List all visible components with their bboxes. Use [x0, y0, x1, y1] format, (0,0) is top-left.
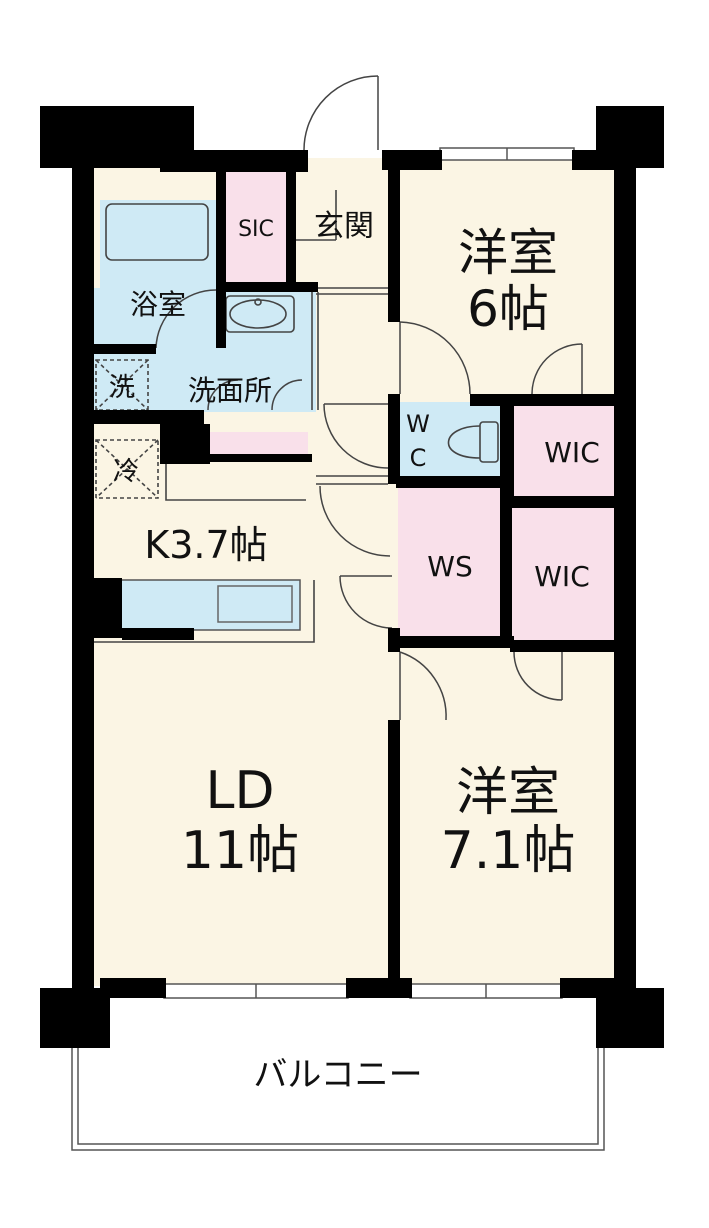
room-fill-wic1	[512, 402, 616, 498]
wall-ws-bottom	[396, 636, 514, 648]
label-ws: WS	[427, 550, 472, 583]
fridge-space	[95, 439, 159, 499]
wall-washroom-bottom	[94, 410, 204, 424]
toilet-door-arc	[323, 403, 389, 469]
wall-ws-wic2	[500, 488, 512, 648]
wall-sic-right	[286, 172, 296, 284]
label-bedroom2-size: 7.1帖	[441, 821, 576, 881]
kitchen-sink	[217, 585, 293, 623]
wall-bath-right	[216, 172, 226, 348]
label-bedroom1-size: 6帖	[467, 280, 549, 338]
br2-door-arc	[399, 651, 447, 721]
wall-bottom-3	[560, 978, 616, 998]
wall-bottom-1	[100, 978, 166, 998]
room-fill-ws	[398, 486, 502, 636]
wall-br1-bottom	[470, 394, 616, 406]
wall-sic-bottom	[222, 282, 318, 292]
label-toilet-c: C	[410, 444, 427, 472]
room-fill-sic	[222, 172, 290, 282]
faucet	[254, 298, 262, 306]
wall-cabinet-bottom	[200, 454, 312, 462]
label-wic2: WIC	[534, 560, 590, 593]
wall-corridor-right-2	[388, 394, 400, 484]
room-fill-cabinet	[204, 432, 308, 456]
label-wic1: WIC	[544, 436, 600, 469]
label-kitchen: K3.7帖	[144, 523, 267, 567]
wall-right	[614, 160, 636, 998]
vanity-basin	[229, 299, 287, 329]
washroom-door-arc-1	[207, 379, 239, 411]
label-washroom: 洗面所	[188, 374, 272, 407]
label-entrance: 玄関	[314, 209, 374, 244]
kitchen-partition	[165, 460, 306, 501]
label-bedroom1-name: 洋室	[458, 224, 558, 282]
wall-wic1-bottom	[510, 496, 618, 508]
br1-door-arc	[399, 321, 471, 395]
room-fill-toilet	[398, 402, 506, 480]
entrance-door-arc	[303, 75, 379, 151]
wall-left	[72, 160, 94, 998]
wic2-door-arc	[513, 651, 563, 701]
wall-toilet-bottom	[396, 476, 514, 488]
label-balcony: バルコニー	[253, 1055, 422, 1095]
ld-door-arc	[319, 485, 391, 557]
label-toilet-w: W	[406, 410, 430, 438]
balcony-railing-inner	[77, 1048, 599, 1145]
balcony	[71, 1048, 605, 1151]
label-ld-name: LD	[205, 761, 274, 821]
wall-top-right	[572, 150, 618, 170]
wall-bottom-2	[346, 978, 412, 998]
bathtub	[105, 203, 209, 261]
br1-closet-door-arc	[531, 343, 583, 395]
wall-kitchen-block	[94, 578, 122, 638]
wall-top-left	[160, 150, 308, 172]
toilet-bowl	[447, 425, 481, 459]
toilet-tank	[479, 421, 499, 463]
walls	[40, 106, 664, 1048]
room-fill-wic2	[510, 506, 616, 642]
door-swings	[155, 75, 583, 721]
washer-diag-2	[95, 359, 149, 411]
fridge-diag-2	[95, 439, 159, 499]
balcony-railing	[71, 1048, 605, 1151]
wall-wic2-bottom	[510, 640, 618, 652]
label-ld-size: 11帖	[181, 821, 299, 881]
room-labels: SIC 玄関 洋室 6帖 浴室 洗 洗面所 W C WIC 冷 K3.7帖 WS…	[109, 209, 600, 1095]
label-bedroom2-name: 洋室	[456, 763, 560, 823]
bath-door-arc	[155, 289, 217, 349]
wall-br1-bottom-left	[388, 394, 400, 406]
label-sic: SIC	[238, 217, 274, 242]
label-bath: 浴室	[130, 288, 186, 321]
ld-kitchen-boundary	[92, 580, 315, 643]
wall-bath-bottom	[94, 344, 156, 354]
washroom-door-arc-2	[271, 379, 303, 411]
label-washer: 洗	[109, 373, 135, 403]
ws-door-arc	[339, 575, 393, 629]
wall-kitchen-block-2	[122, 628, 194, 640]
wall-ld-br2	[388, 720, 400, 980]
label-fridge: 冷	[113, 457, 139, 487]
wall-corridor-right	[388, 160, 400, 322]
